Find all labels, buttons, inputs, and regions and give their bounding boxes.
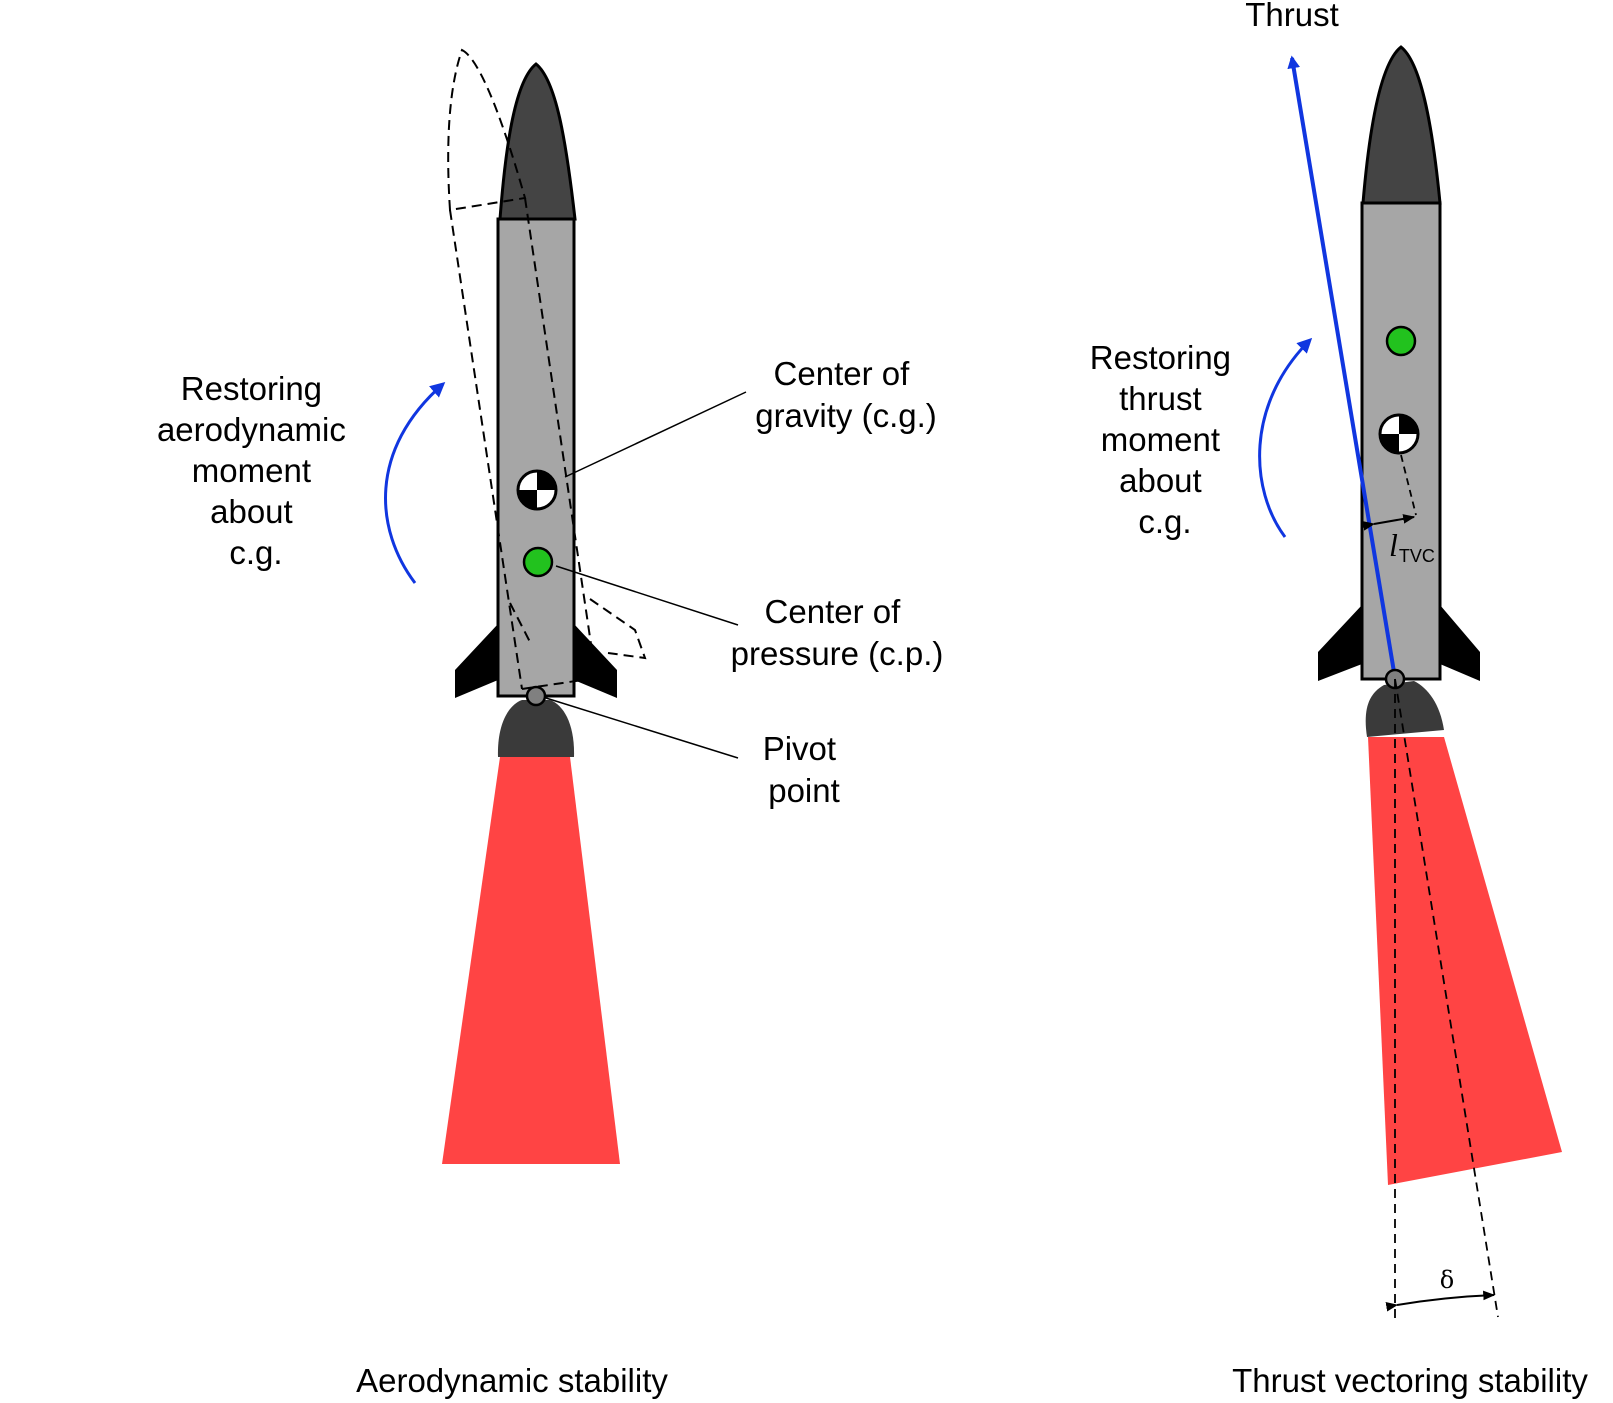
right-moment-label: Restoring thrust moment about c.g.: [1090, 339, 1240, 540]
left-fin-right: [574, 624, 617, 698]
right-caption: Thrust vectoring stability: [1232, 1362, 1588, 1399]
left-pivot-leader: [545, 697, 739, 759]
left-moment-label-line-1: Restoring: [181, 370, 322, 407]
left-rocket-body: [496, 217, 576, 698]
left-pivot-label-line-2: point: [768, 772, 840, 809]
left-cp-leader: [555, 565, 739, 626]
left-cg-symbol: [516, 469, 558, 511]
right-moment-arm-subscript: TVC: [1399, 546, 1435, 566]
right-moment-label-line-5: c.g.: [1138, 503, 1191, 540]
right-nose-cone: [1361, 45, 1442, 205]
left-moment-label-line-3: moment: [192, 452, 311, 489]
right-moment-label-line-2: thrust: [1119, 380, 1202, 417]
left-panel: Restoring aerodynamic moment about c.g. …: [157, 48, 944, 1399]
right-moment-label-line-1: Restoring: [1090, 339, 1231, 376]
left-pivot-label-line-1: Pivot: [763, 730, 836, 767]
left-cg-label-line-1: Center of: [774, 355, 911, 392]
right-gimbal-angle-arc: [1385, 1290, 1496, 1312]
right-nozzle: [1365, 681, 1444, 737]
left-moment-label-line-2: aerodynamic: [157, 411, 346, 448]
right-thrust-reference-line: [1394, 678, 1499, 1318]
left-cg-label: Center of gravity (c.g.): [755, 355, 937, 434]
right-fin-right: [1440, 605, 1480, 681]
left-exhaust-plume: [442, 757, 620, 1164]
right-moment-label-line-4: about: [1119, 462, 1202, 499]
left-nose-cone: [498, 62, 577, 221]
left-nozzle: [497, 700, 575, 757]
left-moment-label-line-4: about: [210, 493, 293, 530]
left-pivot-point: [525, 685, 547, 707]
left-cp-symbol: [522, 546, 554, 578]
right-gimbal-angle-label: δ: [1440, 1266, 1454, 1294]
left-cg-label-line-2: gravity (c.g.): [755, 397, 937, 434]
right-cp-symbol: [1385, 325, 1417, 357]
left-caption: Aerodynamic stability: [356, 1362, 668, 1399]
right-thrust-label: Thrust: [1245, 0, 1339, 33]
left-cp-label-line-2: pressure (c.p.): [731, 635, 944, 672]
right-moment-arm-dimension: [1362, 514, 1416, 531]
right-panel: lTVC δ Thrust Restoring thrust moment ab…: [1090, 0, 1589, 1399]
left-moment-arrow: [384, 382, 446, 584]
left-moment-label: Restoring aerodynamic moment about c.g.: [157, 370, 355, 571]
right-thrust-arrow: [1287, 55, 1397, 679]
left-tilted-rocket-outline: [447, 48, 647, 690]
right-moment-arm-line: [1400, 454, 1417, 516]
left-moment-label-line-5: c.g.: [229, 534, 282, 571]
left-cp-label-line-1: Center of: [765, 593, 902, 630]
left-pivot-label: Pivot point: [763, 730, 846, 809]
right-moment-arm-label: lTVC: [1389, 527, 1435, 566]
left-cg-leader: [564, 391, 747, 478]
left-cp-label: Center of pressure (c.p.): [731, 593, 944, 672]
right-moment-arrow: [1258, 337, 1313, 538]
right-cg-symbol: [1378, 413, 1420, 455]
left-fin-left: [455, 624, 498, 698]
right-moment-label-line-3: moment: [1101, 421, 1220, 458]
right-moment-arm-symbol: l: [1389, 527, 1398, 563]
right-exhaust-plume: [1368, 737, 1562, 1185]
right-fin-left: [1318, 605, 1362, 681]
